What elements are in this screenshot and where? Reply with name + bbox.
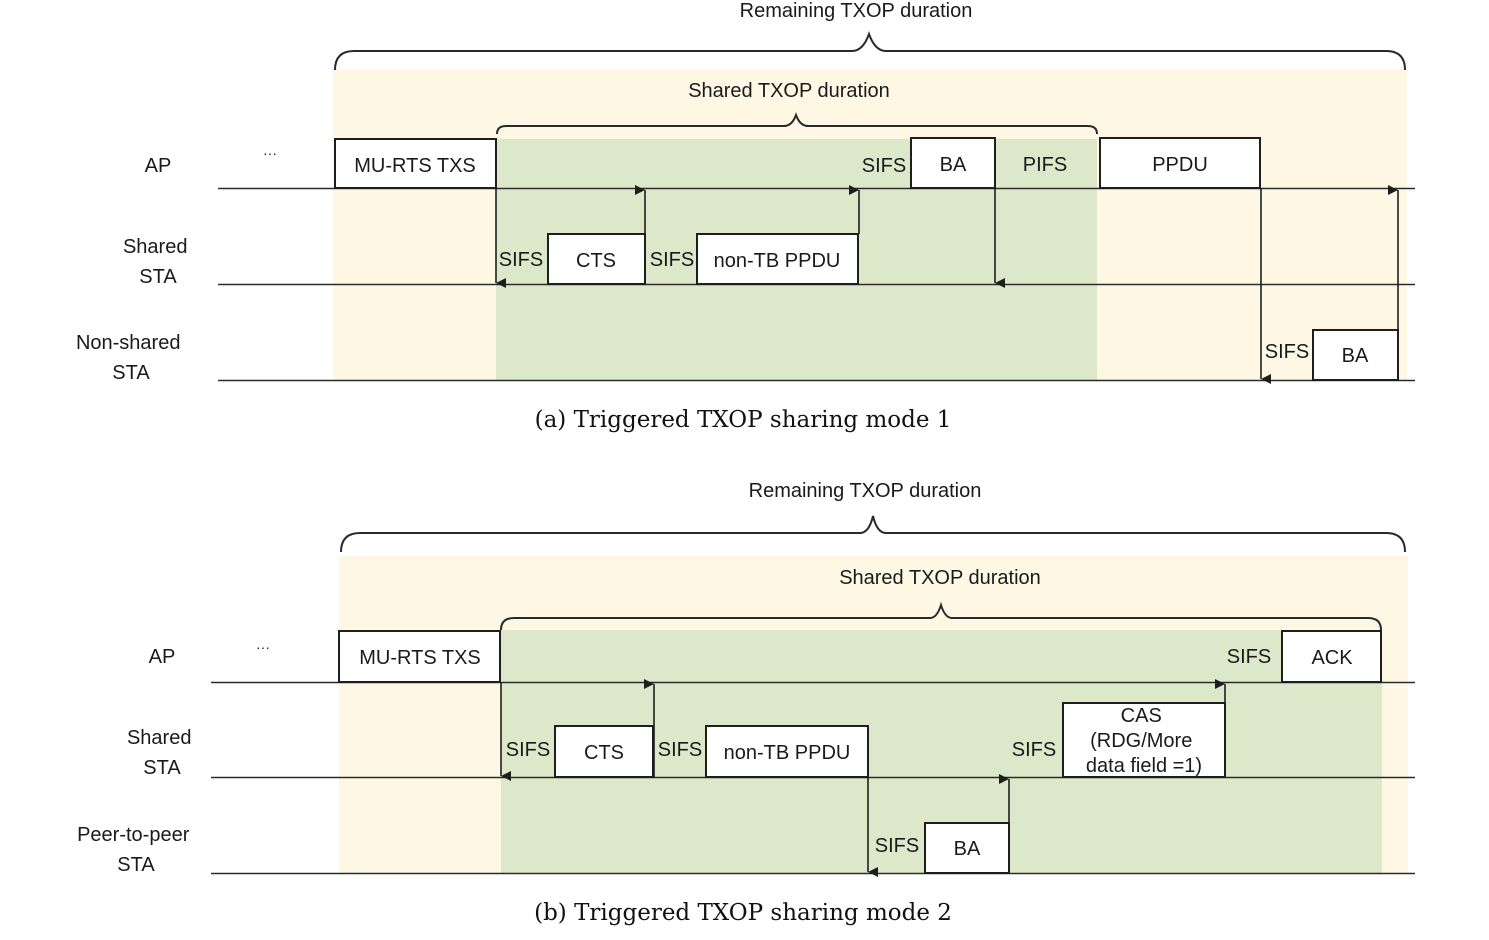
shared-txop-brace (500, 601, 1382, 631)
gap-label-sifs: SIFS (875, 835, 919, 857)
row-label-non-shared-sta: Non-shared STA (76, 332, 186, 384)
row-label-shared-sta: Shared STA (127, 727, 197, 779)
gap-label-sifs: SIFS (862, 155, 906, 177)
shared-txop-brace (496, 112, 1098, 135)
frame-non-tb-ppdu: non-TB PPDU (705, 725, 869, 778)
frame-non-tb-ppdu: non-TB PPDU (696, 233, 859, 285)
gap-label-sifs: SIFS (1012, 739, 1056, 761)
row-label-ap: AP (145, 155, 172, 177)
shared-txop-label: Shared TXOP duration (688, 80, 890, 102)
row-label-ap: AP (149, 646, 176, 668)
gap-label-sifs: SIFS (658, 739, 702, 761)
svg-text:MU-RTS TXS: MU-RTS TXS (359, 647, 481, 669)
svg-text:BA: BA (954, 838, 981, 860)
svg-text:non-TB PPDU: non-TB PPDU (724, 742, 851, 764)
frame-cts: CTS (554, 725, 654, 778)
svg-text:BA: BA (940, 154, 967, 176)
diagram-a: Remaining TXOP duration Shared TXOP dura… (76, 0, 1415, 433)
svg-text:ACK: ACK (1311, 647, 1353, 669)
frame-ack: ACK (1281, 630, 1382, 683)
remaining-txop-label: Remaining TXOP duration (749, 480, 982, 502)
frame-mu-rts-txs: MU-RTS TXS (334, 138, 497, 189)
ellipsis: ··· (263, 145, 277, 161)
frame-ba-ap: BA (910, 137, 996, 189)
row-label-peer-to-peer-sta: Peer-to-peer STA (77, 824, 195, 876)
caption-a: (a) Triggered TXOP sharing mode 1 (535, 407, 952, 433)
frame-cts: CTS (547, 233, 646, 285)
frame-cas: CAS (RDG/More data field =1) (1062, 702, 1226, 778)
ellipsis: ··· (256, 639, 270, 655)
svg-text:CTS: CTS (584, 742, 624, 764)
caption-b: (b) Triggered TXOP sharing mode 2 (534, 900, 952, 926)
svg-text:non-TB PPDU: non-TB PPDU (714, 250, 841, 272)
frame-ppdu: PPDU (1099, 137, 1261, 189)
remaining-txop-label: Remaining TXOP duration (740, 0, 973, 22)
svg-text:MU-RTS TXS: MU-RTS TXS (354, 155, 476, 177)
svg-text:BA: BA (1342, 345, 1369, 367)
gap-label-sifs: SIFS (499, 249, 543, 271)
gap-label-pifs: PIFS (1023, 154, 1067, 176)
frame-ba-non-shared: BA (1312, 329, 1399, 381)
svg-text:CTS: CTS (576, 250, 616, 272)
frame-mu-rts-txs: MU-RTS TXS (338, 630, 501, 683)
diagram-b: Remaining TXOP duration Shared TXOP dura… (77, 480, 1415, 926)
gap-label-sifs: SIFS (506, 739, 550, 761)
svg-text:CAS (RDG/More: CAS (RDG/More data field =1) (1086, 705, 1202, 777)
frame-ba-peer: BA (924, 822, 1010, 874)
row-label-shared-sta: Shared STA (123, 236, 193, 288)
gap-label-sifs: SIFS (1265, 341, 1309, 363)
gap-label-sifs: SIFS (650, 249, 694, 271)
shared-txop-label: Shared TXOP duration (839, 567, 1041, 589)
gap-label-sifs: SIFS (1227, 646, 1271, 668)
remaining-txop-brace (340, 515, 1406, 553)
svg-text:PPDU: PPDU (1152, 154, 1208, 176)
remaining-txop-brace (334, 30, 1406, 71)
